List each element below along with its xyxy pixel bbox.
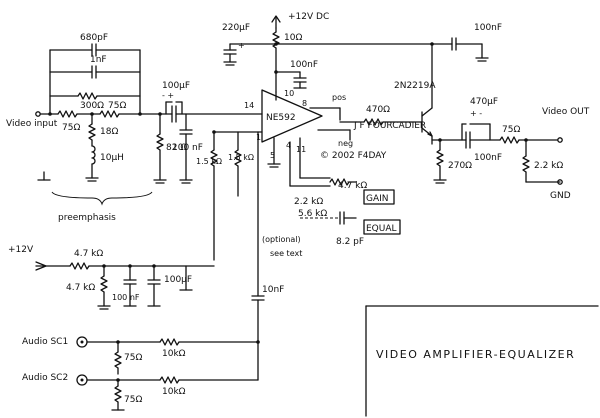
output-base-resistor-label: 470Ω: [366, 105, 390, 115]
supply-decoupling-label: 100nF: [290, 60, 318, 70]
bias-resistor-2: [100, 275, 108, 293]
equal-note-2: see text: [270, 249, 302, 258]
preemphasis-resistor-label: 300Ω: [80, 101, 104, 111]
ic-name: NE592: [266, 113, 296, 123]
preemphasis-brace: [51, 191, 153, 206]
gain-label: GAIN: [366, 194, 389, 204]
ic-pin-4: 4: [286, 141, 291, 150]
gain-resistor-label: 4.7 kΩ: [338, 181, 367, 191]
audio-sc1-label: Audio SC1: [22, 337, 68, 347]
supply-label: +12V DC: [288, 12, 329, 22]
input-resistor-2: [99, 110, 120, 118]
audio-sc1-shunt: [114, 351, 122, 369]
input-inductor-label: 10µH: [100, 153, 124, 163]
input-shunt-resistor: [88, 123, 96, 141]
equal-resistor-label: 5.6 kΩ: [298, 209, 327, 219]
input-shunt-label: 18Ω: [100, 127, 118, 137]
input-label-line: Video input: [6, 119, 58, 129]
input-r2-label: 75Ω: [108, 101, 126, 111]
preemphasis-label: preemphasis: [58, 213, 116, 223]
output-emitter-label: 270Ω: [448, 161, 472, 171]
ic-bias-label-2: 1.5 kΩ: [228, 153, 254, 162]
audio-sc2-series-label: 10kΩ: [162, 387, 186, 397]
input-resistor-1: [57, 110, 78, 118]
output-series-resistor: [499, 136, 520, 144]
preemphasis-cap-1-label: 1nF: [90, 55, 107, 65]
supply-cap-label: 220µF: [222, 23, 250, 33]
output-connector: [557, 137, 563, 143]
gain-box: [363, 189, 395, 205]
output-series-label: 75Ω: [502, 125, 520, 135]
output-emitter-resistor: [436, 149, 444, 167]
gain-resistor2-label: 2.2 kΩ: [294, 197, 323, 207]
audio-sc2-series: [159, 376, 180, 384]
input-r1-label: 75Ω: [62, 123, 80, 133]
gain-resistor: [329, 178, 350, 186]
audio-section: 10nF Audio SC1 75Ω 10kΩ Audio SC2 75Ω 10…: [22, 285, 284, 411]
ic-section: NE592 14 10 8 1 5 4 11 pos neg 1.5 kΩ 1.…: [196, 89, 357, 297]
output-cap-label: 470µF: [470, 97, 498, 107]
minus-plus-mark: - +: [162, 91, 174, 100]
audio-sc1-shunt-label: 75Ω: [124, 353, 142, 363]
bias-resistor-2-label: 4.7 kΩ: [66, 283, 95, 293]
ic-pin-10: 10: [284, 89, 294, 98]
audio-sc2-label: Audio SC2: [22, 373, 68, 383]
output-base-resistor: [363, 118, 384, 126]
preemphasis-resistor: [77, 92, 98, 100]
supply-section: +12V DC 10Ω 220µF + 100nF: [222, 12, 434, 93]
equal-note-1: (optional): [262, 235, 301, 244]
ic-bias-label-1: 1.5 kΩ: [196, 157, 222, 166]
ic-pin-5: 5: [270, 151, 275, 160]
output-cap2-label: 100nF: [474, 153, 502, 163]
coupling-cap-label: 100µF: [162, 81, 190, 91]
audio-cap-label: 10nF: [262, 285, 284, 295]
coupling-cap2-label: 100 nF: [172, 143, 203, 153]
coupling-resistor-label: 82 Ω: [166, 143, 187, 153]
output-section: 470Ω 2N2219A 100nF 270Ω 470µF: [355, 23, 590, 201]
bias-cap-2-label: 100µF: [164, 275, 192, 285]
author-section: J F FOURCADIER © 2002 F4DAY: [320, 121, 426, 161]
ic-pos-label: pos: [332, 93, 346, 102]
ic-pin-14: 14: [244, 101, 254, 110]
bias-resistor-1-label: 4.7 kΩ: [74, 249, 103, 259]
coupling-section: 82 Ω - + 100µF 100 nF: [153, 81, 263, 184]
title-block: VIDEO AMPLIFIER-EQUALIZER: [365, 305, 599, 417]
audio-sc1-series-label: 10kΩ: [162, 349, 186, 359]
diagram-title: VIDEO AMPLIFIER-EQUALIZER: [376, 348, 575, 361]
output-load-resistor: [522, 155, 530, 173]
output-load-label: 2.2 kΩ: [534, 161, 563, 171]
ic-bias-resistor-2: [234, 149, 242, 167]
output-gnd-label: GND: [550, 191, 571, 201]
gain-equal-section: 4.7 kΩ GAIN 2.2 kΩ 5.6 kΩ EQUAL 8.2 pF (…: [262, 137, 401, 258]
ic-neg-label: neg: [338, 139, 353, 148]
coupling-resistor: [156, 133, 164, 151]
output-label: Video OUT: [542, 107, 590, 117]
equal-cap-label: 8.2 pF: [336, 237, 364, 247]
supply-resistor: [272, 31, 280, 49]
ic-bias-resistor-1: [210, 149, 218, 167]
ic-pin-11: 11: [296, 145, 306, 154]
audio-sc2-shunt: [114, 385, 122, 403]
ic-ne592: [261, 89, 323, 143]
author-line-2: © 2002 F4DAY: [320, 151, 387, 161]
supply-resistor-label: 10Ω: [284, 33, 302, 43]
output-transistor-label: 2N2219A: [394, 81, 436, 91]
bias-section: +12V 4.7 kΩ 4.7 kΩ 100 nF 100µF: [8, 245, 215, 310]
audio-sc2-shunt-label: 75Ω: [124, 395, 142, 405]
plus-mark: +: [238, 41, 245, 50]
output-feedback-cap-label: 100nF: [474, 23, 502, 33]
input-inductor: [91, 145, 96, 165]
equal-label: EQUAL: [366, 224, 397, 234]
author-line-1: J F FOURCADIER: [353, 121, 426, 131]
bias-resistor-1: [69, 262, 90, 270]
bias-supply-label: +12V: [8, 245, 34, 255]
ic-pin-8: 8: [302, 99, 307, 108]
bias-cap-1-label: 100 nF: [112, 293, 140, 302]
preemphasis-cap-2-label: 680pF: [80, 33, 108, 43]
input-section: Video input 75Ω 75Ω 18Ω 10µH: [6, 33, 161, 223]
plus-minus-mark: + -: [470, 109, 482, 118]
audio-sc1-series: [159, 338, 180, 346]
equal-box: [363, 219, 401, 235]
